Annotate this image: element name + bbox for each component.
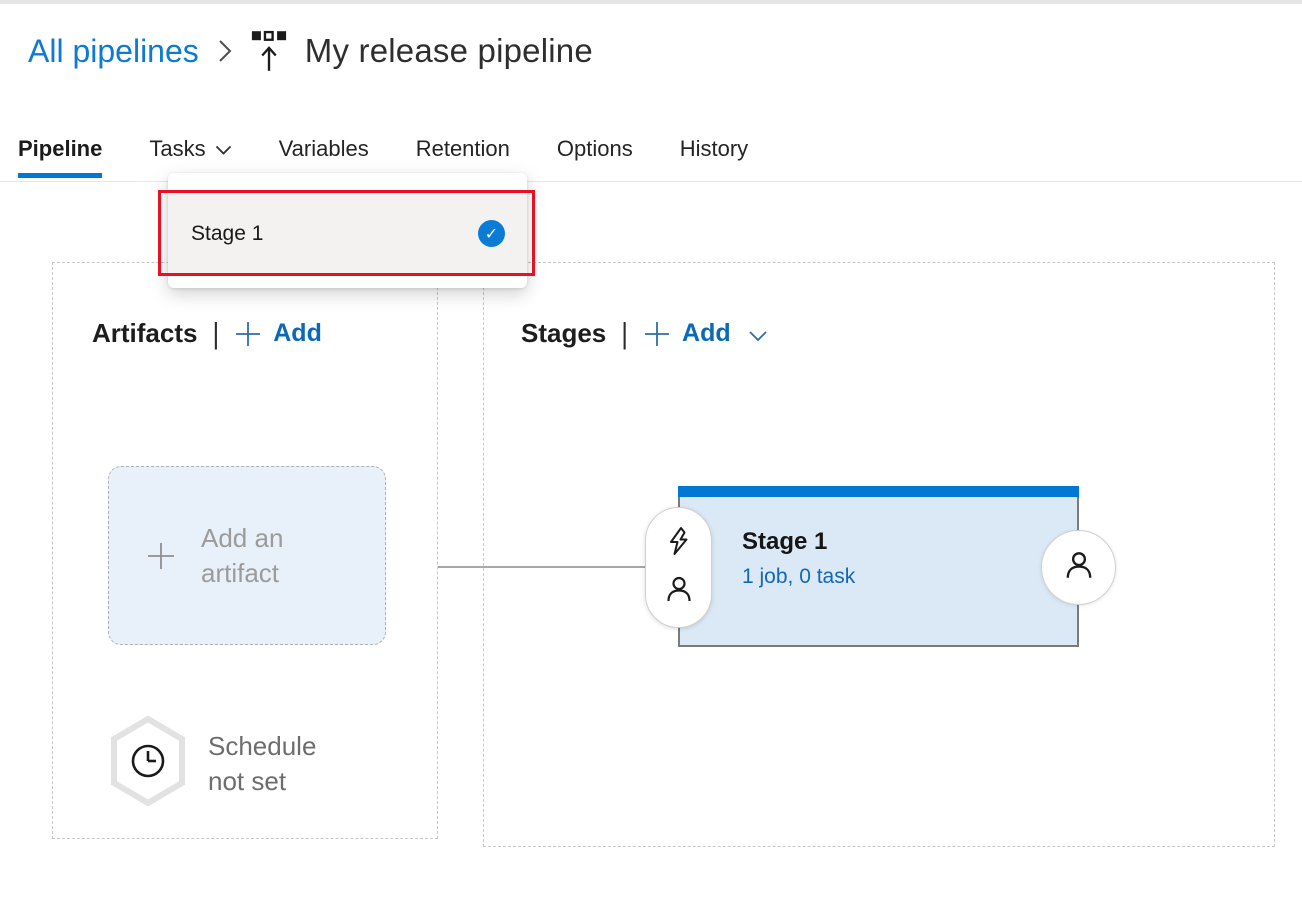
stage-card[interactable]: Stage 1 1 job, 0 task <box>678 486 1079 647</box>
schedule-trigger-button[interactable]: Schedule not set <box>108 715 353 811</box>
add-artifact-button-label: Add <box>273 319 322 347</box>
header-separator: | <box>212 315 220 351</box>
tab-retention[interactable]: Retention <box>416 116 510 182</box>
stage-card-body: Stage 1 1 job, 0 task <box>678 497 1079 647</box>
plus-icon <box>234 320 262 348</box>
tab-history-label: History <box>679 135 749 161</box>
tab-pipeline[interactable]: Pipeline <box>18 116 103 182</box>
person-icon <box>664 574 694 609</box>
page-title: My release pipeline <box>304 32 593 69</box>
clock-hexagon-icon <box>108 715 188 811</box>
tab-variables[interactable]: Variables <box>279 116 369 182</box>
tasks-dropdown-menu: Stage 1 ✓ <box>168 173 527 288</box>
active-tab-underline <box>18 172 103 178</box>
post-deployment-conditions-button[interactable] <box>1041 530 1116 605</box>
breadcrumb-all-pipelines-link[interactable]: All pipelines <box>28 32 199 69</box>
tab-pipeline-label: Pipeline <box>18 135 103 161</box>
stages-panel <box>483 262 1275 847</box>
stage-card-jobs-link[interactable]: 1 job, 0 task <box>742 565 856 588</box>
tab-tasks-label: Tasks <box>149 135 206 161</box>
breadcrumb: All pipelines My release pipeline <box>28 24 593 78</box>
release-pipeline-icon <box>251 27 287 75</box>
plus-icon <box>145 540 177 572</box>
tasks-dropdown-item-stage1[interactable]: Stage 1 ✓ <box>168 193 527 274</box>
artifact-stage-connector-line <box>438 566 646 568</box>
add-stage-button[interactable]: Add <box>643 319 768 348</box>
add-an-artifact-label: Add an artifact <box>201 523 284 588</box>
lightning-bolt-icon <box>665 526 693 563</box>
add-stage-button-label: Add <box>682 319 731 347</box>
tab-variables-label: Variables <box>278 135 369 161</box>
person-icon <box>1063 549 1095 586</box>
chevron-down-icon <box>742 326 768 342</box>
chevron-down-icon <box>215 142 232 156</box>
tab-options-label: Options <box>556 135 633 161</box>
artifacts-title: Artifacts <box>92 318 198 348</box>
tab-retention-label: Retention <box>415 135 510 161</box>
tab-history[interactable]: History <box>680 116 748 182</box>
tab-options[interactable]: Options <box>557 116 633 182</box>
stage-card-title: Stage 1 <box>742 528 828 555</box>
window-top-strip <box>0 0 1302 4</box>
schedule-not-set-label: Schedule not set <box>208 731 317 796</box>
dropdown-item-label: Stage 1 <box>191 221 264 245</box>
add-artifact-button[interactable]: Add <box>234 319 322 348</box>
chevron-right-icon <box>217 34 233 68</box>
stages-title: Stages <box>521 318 607 348</box>
pre-deployment-conditions-button[interactable] <box>645 507 712 628</box>
add-an-artifact-box[interactable]: Add an artifact <box>108 466 386 645</box>
stage-card-accent-bar <box>678 486 1079 497</box>
tab-bar: Pipeline Tasks Variables Retention Optio… <box>0 116 1302 182</box>
artifacts-header: Artifacts | Add <box>92 315 322 351</box>
check-circle-icon: ✓ <box>478 220 505 247</box>
plus-icon <box>643 320 671 348</box>
tab-tasks[interactable]: Tasks <box>149 116 231 182</box>
header-separator: | <box>621 315 629 351</box>
stages-header: Stages | Add <box>521 315 768 351</box>
